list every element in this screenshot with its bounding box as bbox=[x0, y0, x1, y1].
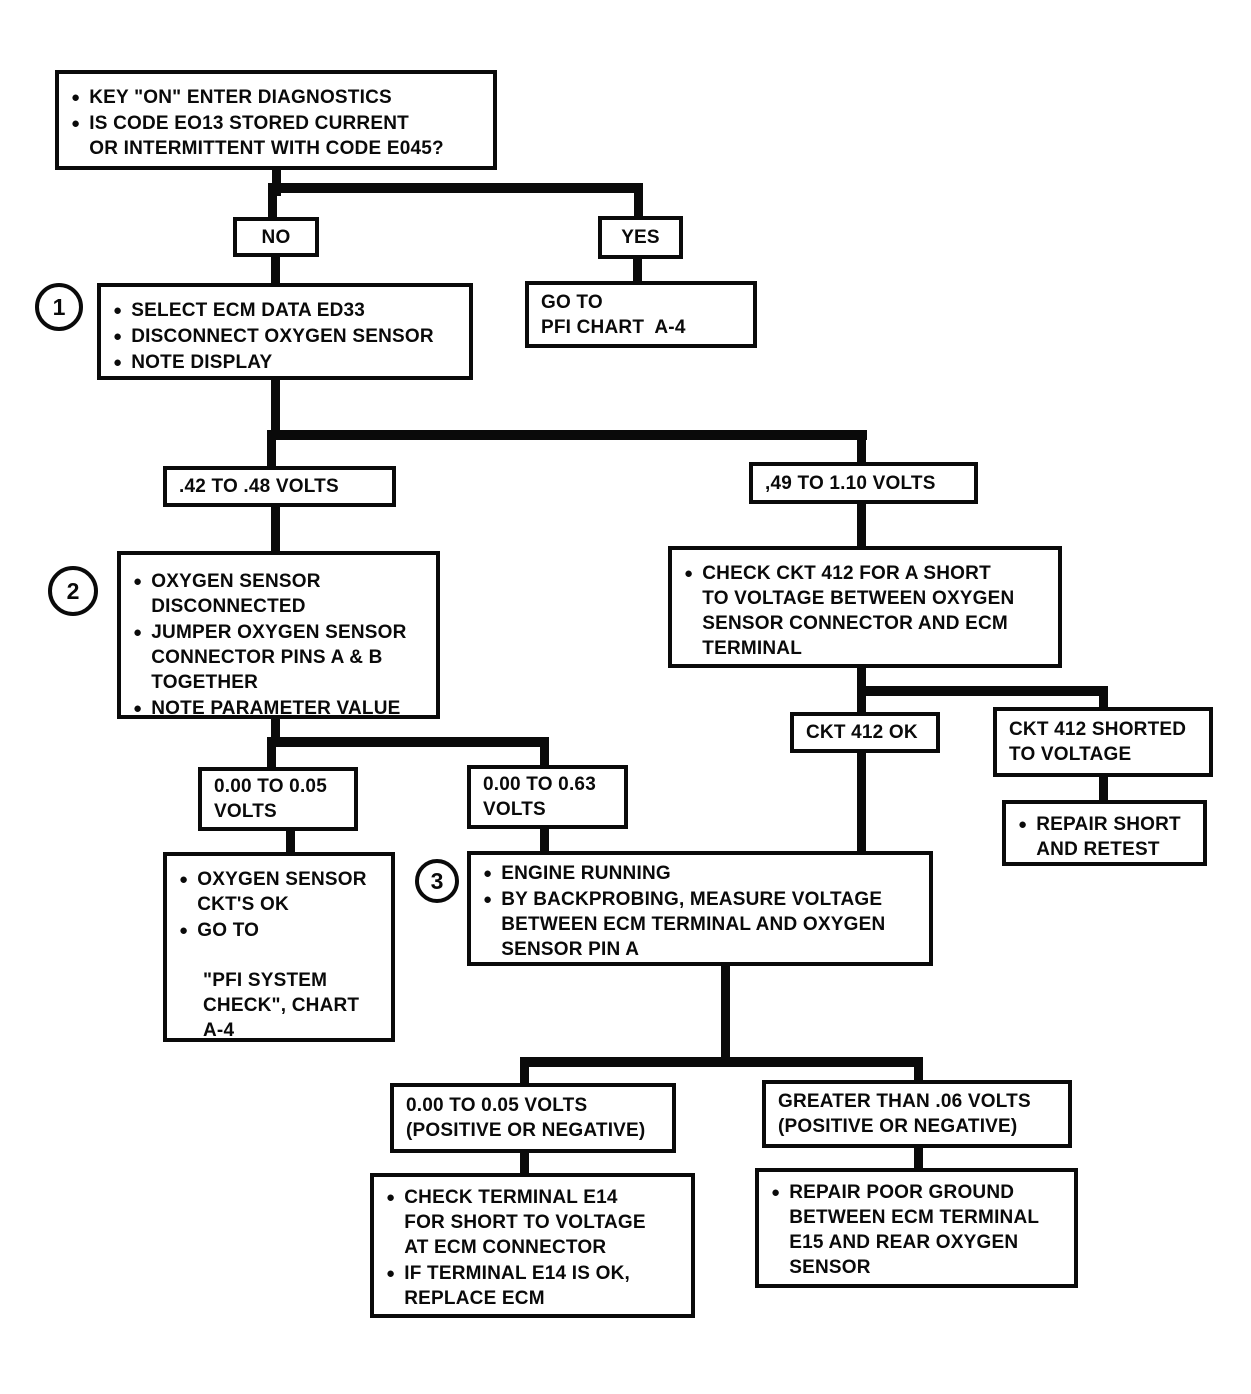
node-text: "PFI SYSTEM CHECK", CHART A-4 bbox=[203, 970, 360, 1041]
node-text: CHECK CKT 412 FOR A SHORT TO VOLTAGE BET… bbox=[702, 563, 1015, 659]
bullet-icon: ● bbox=[133, 700, 143, 717]
node-text: NOTE DISPLAY bbox=[131, 352, 273, 373]
connector bbox=[271, 255, 280, 287]
node-check-ckt412: ● CHECK CKT 412 FOR A SHORT TO VOLTAGE BE… bbox=[668, 546, 1062, 668]
connector bbox=[520, 1057, 923, 1067]
connector bbox=[267, 430, 867, 440]
connector bbox=[914, 1144, 923, 1172]
node-goto-pfi-chart: GO TO PFI CHART A-4 bbox=[525, 281, 757, 348]
node-text: BY BACKPROBING, MEASURE VOLTAGE BETWEEN … bbox=[501, 889, 886, 960]
node-check-terminal-e14: ● CHECK TERMINAL E14 FOR SHORT TO VOLTAGE… bbox=[370, 1173, 695, 1318]
node-text: CKT 412 OK bbox=[806, 722, 918, 743]
connector bbox=[857, 430, 866, 466]
node-text: REPAIR SHORT AND RETEST bbox=[1036, 814, 1181, 860]
node-text: YES bbox=[621, 227, 660, 248]
bullet-icon: ● bbox=[71, 89, 81, 106]
connector bbox=[914, 1057, 923, 1084]
bullet-icon: ● bbox=[771, 1184, 781, 1201]
bullet-icon: ● bbox=[133, 573, 143, 590]
bullet-icon: ● bbox=[113, 328, 123, 345]
connector bbox=[721, 962, 730, 1064]
node-text: GO TO bbox=[197, 920, 260, 941]
node-text: REPAIR POOR GROUND BETWEEN ECM TERMINAL … bbox=[789, 1182, 1040, 1278]
bullet-icon: ● bbox=[113, 354, 123, 371]
node-text: DISCONNECT OXYGEN SENSOR bbox=[131, 326, 434, 347]
bullet-icon: ● bbox=[386, 1265, 396, 1282]
step-2-badge: 2 bbox=[48, 566, 98, 616]
connector bbox=[267, 737, 276, 771]
connector bbox=[1099, 773, 1108, 804]
bullet-icon: ● bbox=[113, 302, 123, 319]
node-text: .42 TO .48 VOLTS bbox=[179, 476, 339, 497]
connector bbox=[857, 749, 866, 855]
node-repair-poor-ground: ● REPAIR POOR GROUND BETWEEN ECM TERMINAL… bbox=[755, 1168, 1078, 1288]
label-no: NO bbox=[233, 217, 319, 257]
connector bbox=[1099, 686, 1108, 711]
node-text: CKT 412 SHORTED TO VOLTAGE bbox=[1009, 719, 1187, 765]
connector bbox=[540, 825, 549, 855]
label-volts-42-48: .42 TO .48 VOLTS bbox=[163, 466, 396, 507]
node-text: 0.00 TO 0.63 VOLTS bbox=[483, 774, 596, 820]
label-volts-49-110: ,49 TO 1.10 VOLTS bbox=[749, 462, 978, 504]
node-repair-short: ● REPAIR SHORT AND RETEST bbox=[1002, 800, 1207, 866]
node-text: 0.00 TO 0.05 VOLTS bbox=[214, 776, 327, 822]
node-oxygen-sensor-ok: ● OXYGEN SENSOR CKT'S OK ● GO TO "PFI SYST… bbox=[163, 852, 395, 1042]
connector bbox=[857, 664, 866, 692]
label-volts-gt-006: GREATER THAN .06 VOLTS (POSITIVE OR NEGA… bbox=[762, 1080, 1072, 1148]
node-text: CHECK TERMINAL E14 FOR SHORT TO VOLTAGE … bbox=[404, 1187, 646, 1258]
label-yes: YES bbox=[598, 216, 683, 259]
node-start: ● KEY "ON" ENTER DIAGNOSTICS ● IS CODE EO1… bbox=[55, 70, 497, 170]
node-text: OXYGEN SENSOR CKT'S OK bbox=[197, 869, 367, 915]
node-text: ,49 TO 1.10 VOLTS bbox=[765, 472, 936, 494]
bullet-icon: ● bbox=[179, 922, 189, 939]
node-text: GREATER THAN .06 VOLTS (POSITIVE OR NEGA… bbox=[778, 1091, 1031, 1137]
connector bbox=[286, 827, 295, 856]
node-text: OXYGEN SENSOR DISCONNECTED bbox=[151, 571, 321, 617]
bullet-icon: ● bbox=[684, 565, 694, 582]
bullet-icon: ● bbox=[483, 865, 493, 882]
connector bbox=[520, 1149, 529, 1177]
connector bbox=[271, 376, 280, 438]
label-ckt412-ok: CKT 412 OK bbox=[790, 712, 940, 753]
connector bbox=[857, 686, 866, 716]
connector bbox=[267, 737, 549, 747]
node-step2: ● OXYGEN SENSOR DISCONNECTED ● JUMPER OXYG… bbox=[117, 551, 440, 719]
bullet-icon: ● bbox=[179, 871, 189, 888]
connector bbox=[272, 166, 281, 196]
node-text: KEY "ON" ENTER DIAGNOSTICS bbox=[89, 87, 392, 108]
connector bbox=[520, 1057, 529, 1087]
connector bbox=[634, 183, 643, 219]
connector bbox=[540, 737, 549, 769]
node-text: 0.00 TO 0.05 VOLTS (POSITIVE OR NEGATIVE… bbox=[406, 1095, 646, 1141]
label-volts-000-063: 0.00 TO 0.63 VOLTS bbox=[467, 765, 628, 829]
connector bbox=[268, 183, 643, 193]
connector bbox=[268, 183, 277, 221]
bullet-icon: ● bbox=[483, 891, 493, 908]
node-text: GO TO PFI CHART A-4 bbox=[541, 291, 686, 338]
bullet-icon: ● bbox=[1018, 816, 1028, 833]
step-3-badge: 3 bbox=[415, 859, 459, 903]
connector bbox=[857, 500, 866, 550]
connector bbox=[271, 503, 280, 555]
label-ckt412-shorted: CKT 412 SHORTED TO VOLTAGE bbox=[993, 707, 1213, 777]
bullet-icon: ● bbox=[71, 115, 81, 132]
node-step3: ● ENGINE RUNNING ● BY BACKPROBING, MEASURE… bbox=[467, 851, 933, 966]
label-volts-005-pos-neg: 0.00 TO 0.05 VOLTS (POSITIVE OR NEGATIVE… bbox=[390, 1083, 676, 1153]
bullet-icon: ● bbox=[133, 624, 143, 641]
node-text: SELECT ECM DATA ED33 bbox=[131, 300, 366, 321]
connector bbox=[633, 256, 642, 284]
node-text: IF TERMINAL E14 IS OK, REPLACE ECM bbox=[404, 1263, 631, 1309]
node-step1: ● SELECT ECM DATA ED33 ● DISCONNECT OXYGEN… bbox=[97, 283, 473, 380]
step-1-badge: 1 bbox=[35, 283, 83, 331]
node-text: JUMPER OXYGEN SENSOR CONNECTOR PINS A & … bbox=[151, 622, 407, 693]
label-volts-000-005: 0.00 TO 0.05 VOLTS bbox=[198, 767, 358, 831]
connector bbox=[271, 715, 280, 745]
node-text: NO bbox=[261, 226, 291, 248]
node-text: IS CODE EO13 STORED CURRENT OR INTERMITT… bbox=[89, 113, 444, 159]
connector bbox=[267, 430, 276, 470]
bullet-icon: ● bbox=[386, 1189, 396, 1206]
connector bbox=[857, 686, 1108, 696]
node-text: ENGINE RUNNING bbox=[501, 863, 671, 884]
node-text: NOTE PARAMETER VALUE bbox=[151, 698, 401, 719]
